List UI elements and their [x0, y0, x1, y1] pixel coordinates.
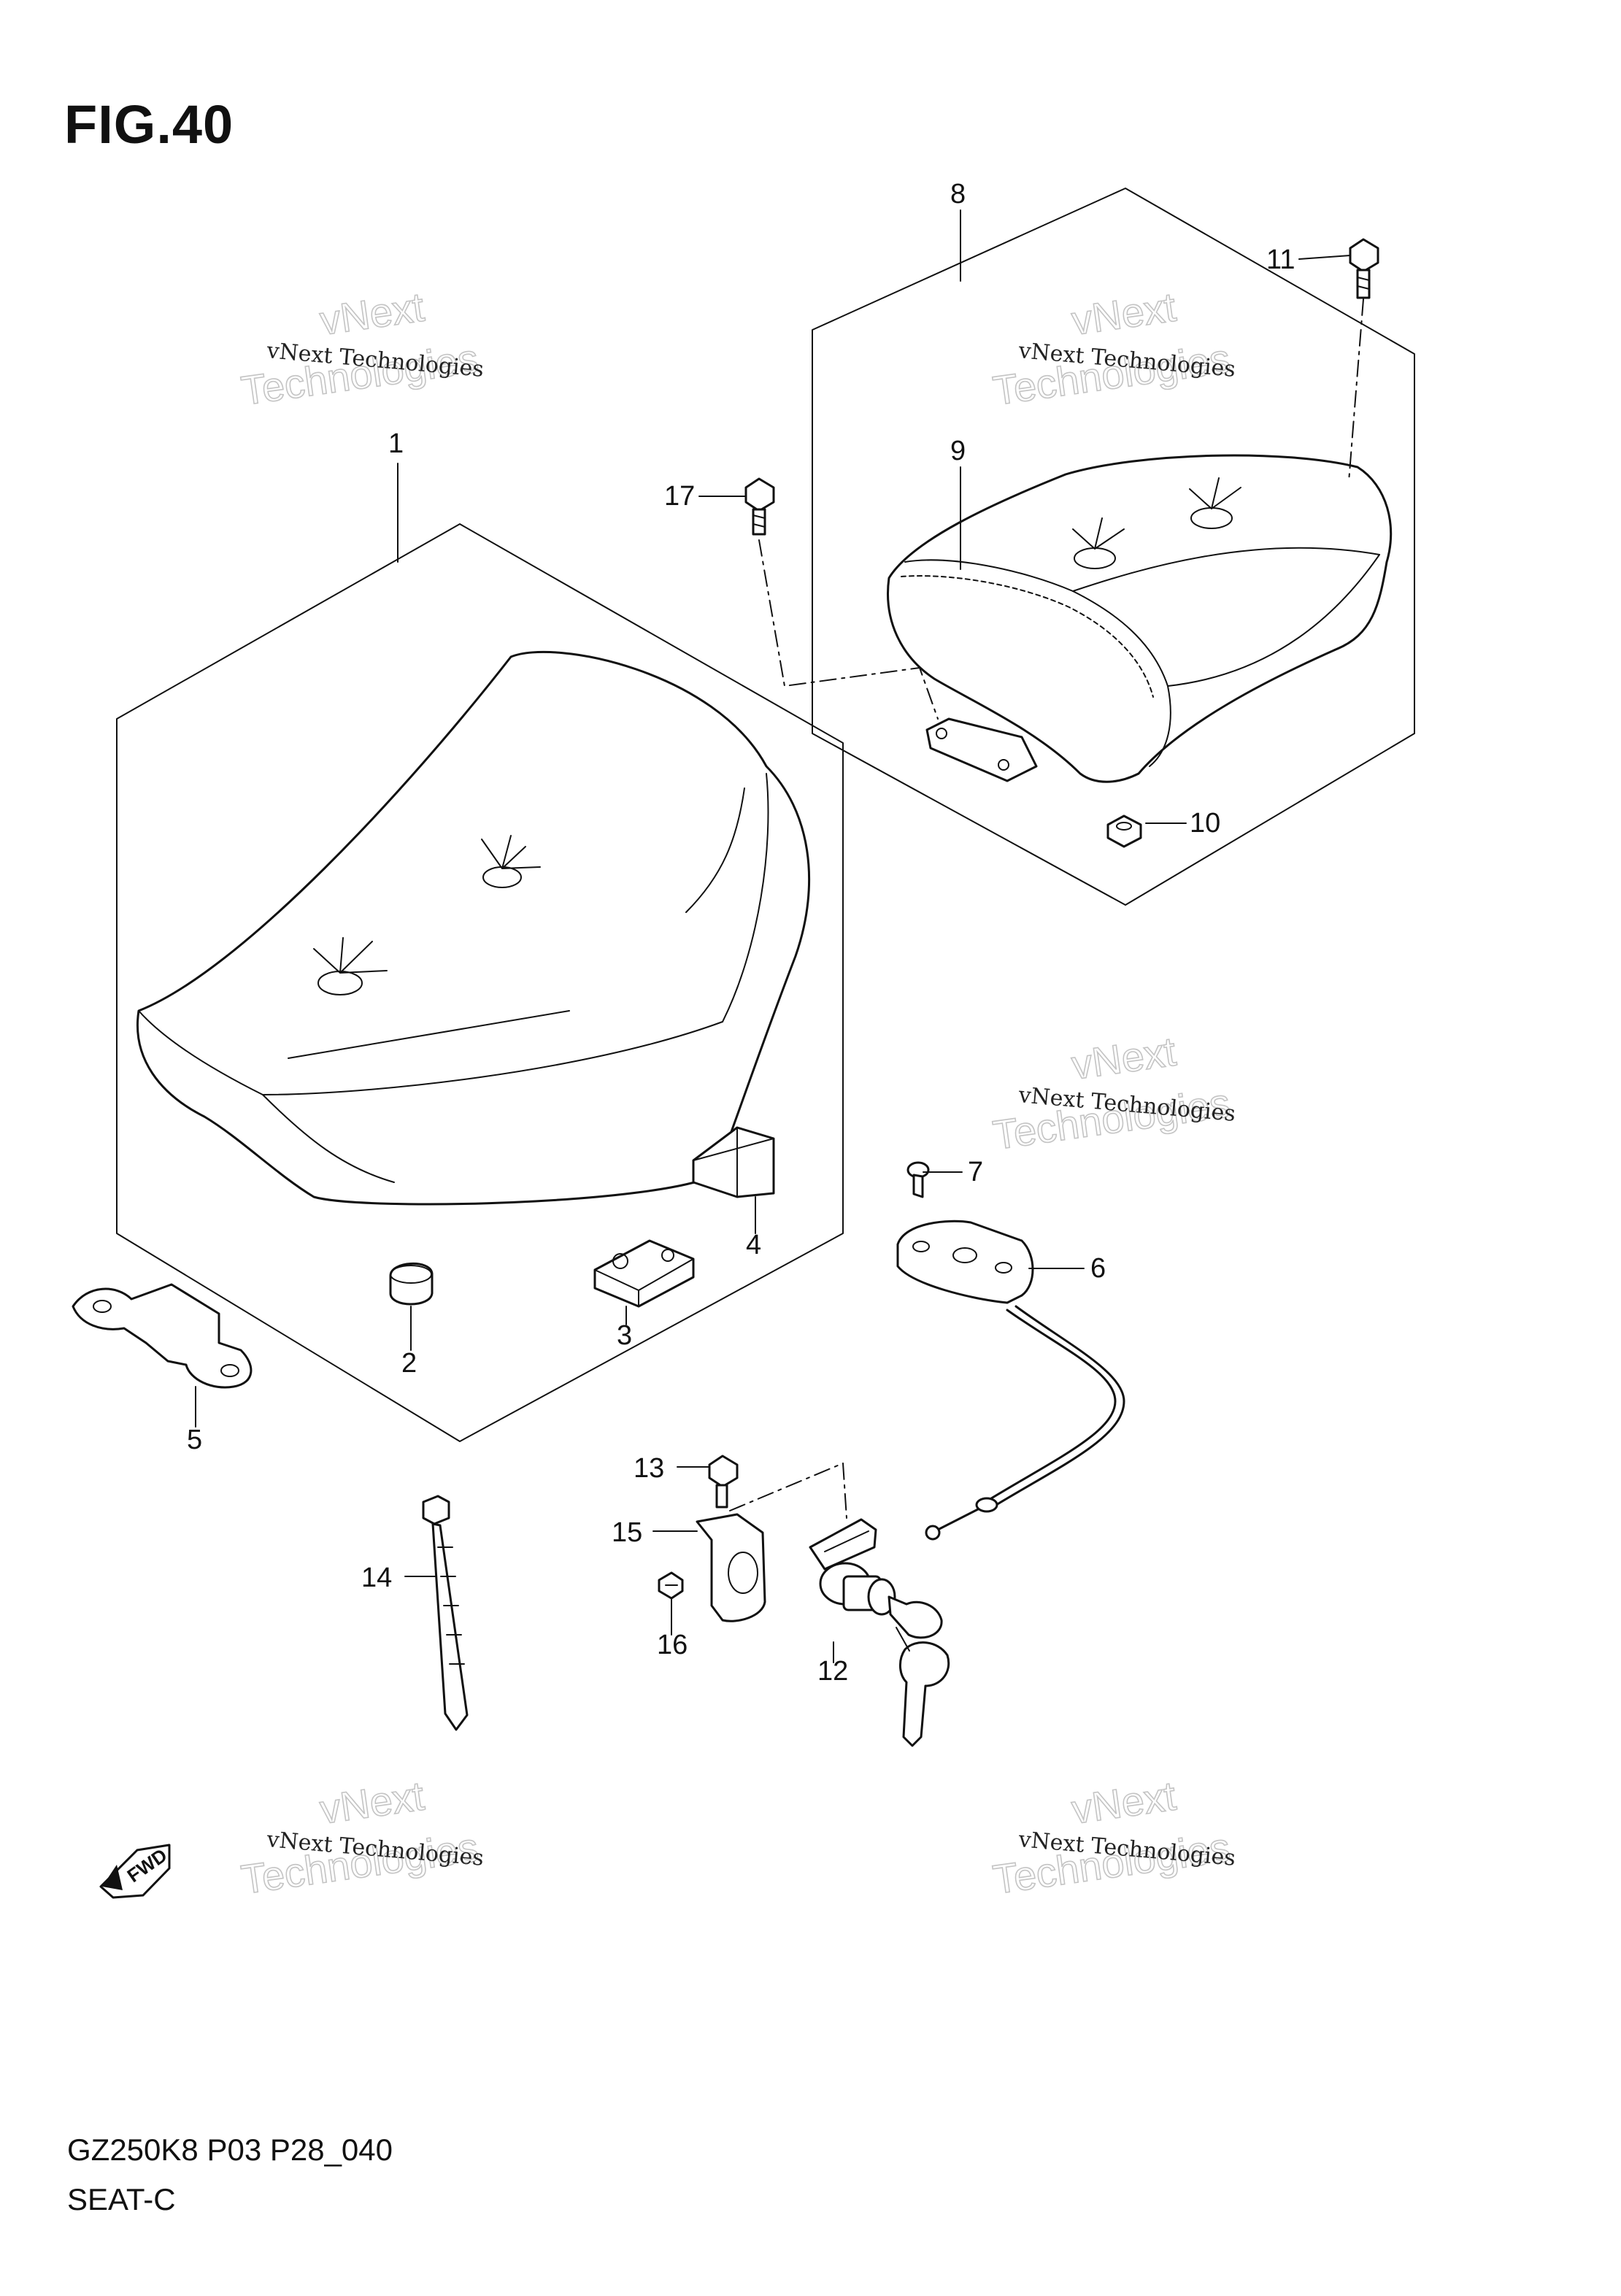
bolt-part-11[interactable]: [1349, 238, 1379, 299]
watermark-outline: vNext: [317, 1773, 427, 1833]
seat-lock-part-12[interactable]: [809, 1518, 950, 1747]
screw-part-16[interactable]: [658, 1571, 684, 1600]
screw-part-7[interactable]: [906, 1161, 930, 1198]
cushion-block-part-3[interactable]: [593, 1239, 695, 1308]
figure-title: FIG.40: [64, 94, 234, 155]
callout-3[interactable]: 3: [617, 1320, 632, 1351]
diagram-code: GZ250K8 P03 P28_040: [67, 2133, 393, 2167]
arrow-icon: [102, 1865, 123, 1890]
watermark: Technologies vNext vNext Technologies: [990, 1028, 1236, 1159]
bolt-part-13[interactable]: [708, 1455, 739, 1509]
leader-lines: [195, 209, 1351, 1663]
callout-12[interactable]: 12: [817, 1656, 848, 1687]
cushion-part-2[interactable]: [389, 1263, 434, 1306]
watermark-outline: vNext: [1069, 1773, 1179, 1833]
callout-8[interactable]: 8: [950, 179, 966, 209]
alignment-line: [1348, 298, 1364, 482]
callout-11[interactable]: 11: [1266, 244, 1295, 275]
diagram-name: SEAT-C: [67, 2182, 176, 2216]
callout-15[interactable]: 15: [612, 1517, 642, 1548]
watermark: Technologies vNext vNext Technologies: [238, 1772, 485, 1903]
cable-tie-part-14[interactable]: [422, 1495, 469, 1731]
seat-lock-release-part-6[interactable]: [896, 1220, 1125, 1541]
callout-16[interactable]: 16: [657, 1630, 688, 1660]
main-seat[interactable]: [136, 650, 811, 1206]
callout-2[interactable]: 2: [401, 1348, 417, 1379]
callout-6[interactable]: 6: [1090, 1253, 1106, 1284]
alignment-line: [729, 1463, 847, 1519]
watermark-outline: vNext: [1069, 284, 1179, 344]
callout-17[interactable]: 17: [664, 481, 695, 512]
lock-bracket-part-15[interactable]: [696, 1513, 766, 1622]
watermark: Technologies vNext vNext Technologies: [238, 283, 485, 415]
watermark: Technologies vNext vNext Technologies: [990, 283, 1236, 415]
callout-10[interactable]: 10: [1190, 808, 1220, 839]
cushion-part-4[interactable]: [692, 1126, 775, 1198]
nut-part-10[interactable]: [1106, 814, 1142, 848]
watermark-outline: vNext: [317, 284, 427, 344]
callout-labels: 1 2 3 4 5 6 7 8 9 10 11 12 13 14 15 16 1…: [187, 179, 1295, 1687]
callout-14[interactable]: 14: [361, 1563, 392, 1593]
callout-13[interactable]: 13: [634, 1453, 664, 1484]
callout-5[interactable]: 5: [187, 1425, 202, 1455]
bolt-part-17[interactable]: [744, 477, 775, 536]
callout-7[interactable]: 7: [968, 1157, 983, 1187]
pillion-seat[interactable]: [887, 454, 1393, 783]
callout-9[interactable]: 9: [950, 436, 966, 466]
forward-direction-badge: FWD: [99, 1844, 171, 1899]
bracket-part-5[interactable]: [72, 1283, 253, 1389]
callout-4[interactable]: 4: [746, 1230, 761, 1260]
watermark: Technologies vNext vNext Technologies: [990, 1772, 1236, 1903]
alignment-line: [758, 539, 939, 720]
pillion-seat-assembly-box: [812, 188, 1415, 906]
watermark-outline: vNext: [1069, 1028, 1179, 1088]
main-seat-assembly-box: [116, 523, 844, 1442]
callout-1[interactable]: 1: [388, 428, 404, 459]
